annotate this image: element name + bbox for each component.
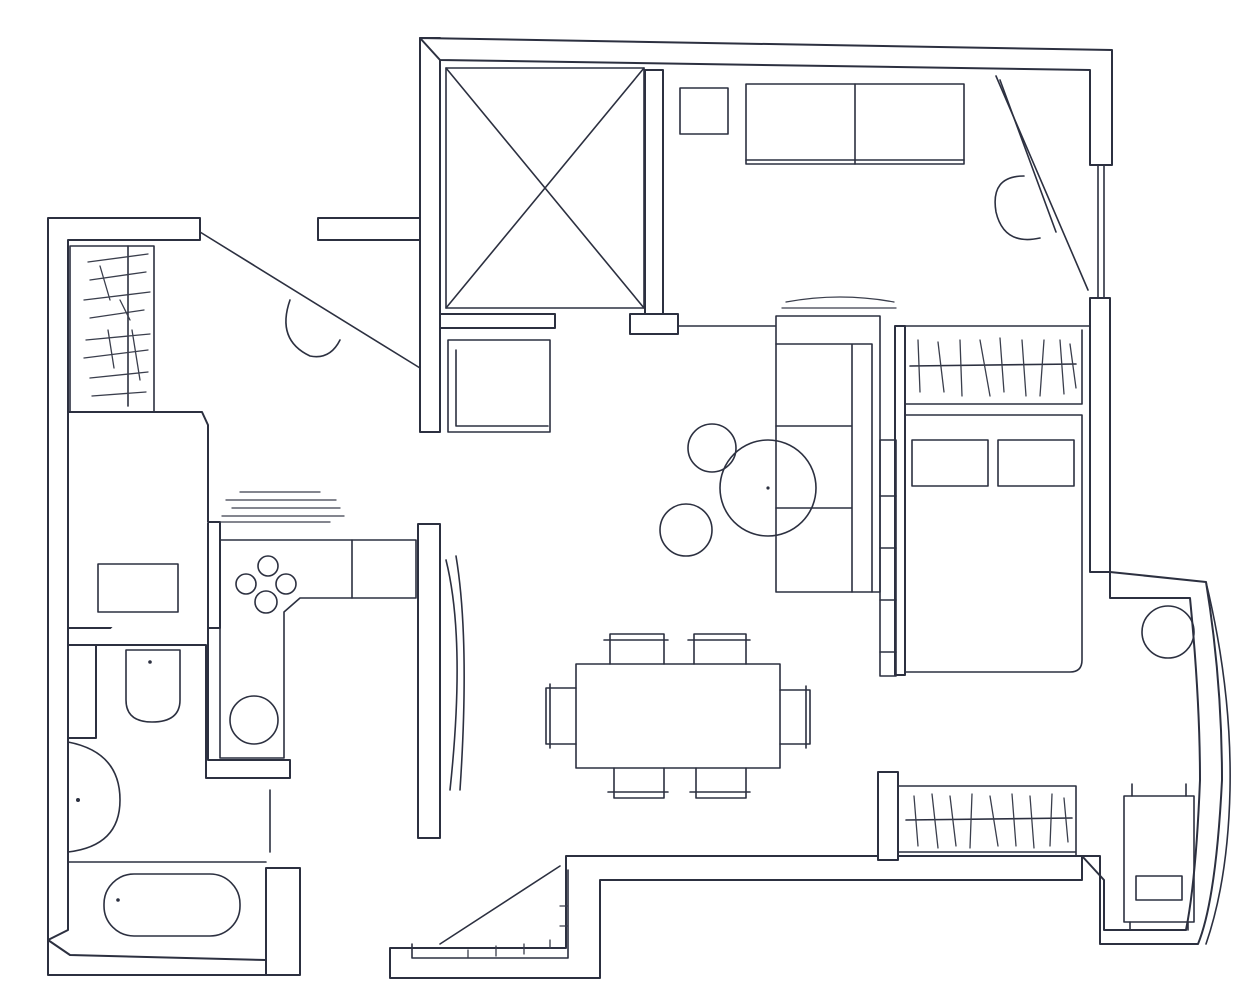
stair-diagonal: [439, 865, 561, 945]
wardrobe-upper-hangers: [917, 337, 1077, 397]
closet-hangers: [83, 253, 151, 397]
wardrobe-lower-frame: [897, 785, 1077, 857]
chair-top-2: [687, 633, 751, 665]
balcony-curve: [1205, 581, 1231, 945]
burner-4: [254, 590, 278, 614]
kitchen-counter: [219, 539, 417, 759]
wardrobe-lower-hangers: [913, 793, 1069, 849]
entry-door-swing: [285, 299, 341, 358]
chair-left: [545, 683, 577, 749]
bedroom2-outline: [904, 414, 1083, 673]
shower-corner: [67, 741, 121, 853]
toilet-dot: [148, 660, 152, 664]
doors: [199, 75, 1089, 791]
living-bottom-jamb: [877, 771, 899, 861]
balcony-chair-seat: [1135, 875, 1183, 901]
wardrobe-lower: [897, 785, 1077, 857]
storage-room: [445, 67, 645, 309]
top-outer-wall: [419, 37, 1113, 166]
bedroom-furniture: [679, 83, 965, 165]
storage-door-post: [629, 313, 679, 335]
sofa-seat-divider: [745, 83, 965, 165]
balcony-furniture: [1123, 605, 1195, 931]
corridor-top-wall: [317, 217, 421, 241]
bath-top-wall: [96, 523, 291, 779]
storage-bottom-wall: [439, 313, 556, 329]
storage-box: [445, 67, 645, 309]
kitchen-door: [445, 555, 465, 791]
bookshelf-shelves: [879, 495, 897, 653]
dining: [545, 633, 811, 799]
walls: [47, 37, 1231, 979]
burner-1: [235, 573, 257, 595]
range-hood: [219, 491, 345, 523]
bed: [911, 439, 1075, 487]
coffee-table: [719, 439, 817, 537]
shower-dot: [76, 798, 80, 802]
armchair: [447, 339, 551, 433]
bathroom: [67, 649, 241, 937]
storage-divider-wall: [644, 69, 664, 315]
burner-2: [257, 555, 279, 577]
balcony-chair-arms: [1129, 783, 1189, 931]
kitchen-sink: [229, 695, 279, 745]
bottom-outer-wall: [389, 855, 1083, 979]
bathroom-right-wall: [265, 867, 301, 976]
central-vertical-wall: [419, 37, 441, 433]
toilet: [125, 649, 181, 723]
sofa-back-line: [775, 343, 873, 593]
right-wall-upper: [1089, 297, 1111, 573]
armchair-seat: [455, 349, 549, 427]
stair-ticks: [467, 905, 569, 959]
balcony-side-table: [1141, 605, 1195, 659]
bathtub: [103, 873, 241, 937]
washer: [97, 563, 179, 613]
burner-3: [275, 573, 297, 595]
bathroom-wall: [67, 644, 97, 739]
left-closet: [69, 245, 155, 413]
chair-right: [779, 685, 811, 749]
bedroom-inner-wall: [894, 325, 906, 676]
bed-pillow-right: [997, 439, 1075, 487]
armchair-body: [447, 339, 551, 433]
storage-cross: [445, 67, 645, 309]
staircase: [411, 865, 569, 959]
bookshelf: [879, 439, 897, 677]
kitchen-right-wall: [417, 523, 441, 839]
wardrobe-upper-rod: [909, 363, 1077, 367]
chair-bottom-1: [607, 767, 669, 799]
balcony-wall: [1081, 571, 1223, 945]
sofa: [775, 315, 881, 593]
bedroom-door-swing: [994, 175, 1041, 241]
living-area: [659, 296, 897, 593]
stool-1: [687, 423, 737, 473]
stair-outline: [411, 869, 569, 959]
kitchen: [219, 491, 417, 853]
bathtub-drain: [116, 898, 120, 902]
wardrobe-upper: [909, 337, 1077, 397]
balcony-chair: [1123, 795, 1195, 923]
coffee-table-center: [766, 486, 770, 490]
closet-frame: [69, 245, 155, 413]
dining-table: [575, 663, 781, 769]
wardrobe-lower-rod: [905, 817, 1073, 821]
tv-unit: [781, 296, 897, 309]
entry-door-leaf: [199, 231, 421, 369]
hall-cabinet: [97, 563, 179, 613]
wardrobe-upper-outline: [904, 329, 1083, 405]
chair-top-1: [603, 633, 669, 665]
bathroom-bottom-wall: [47, 939, 267, 976]
nightstand: [679, 87, 729, 135]
bookshelf-frame: [879, 439, 897, 677]
right-window: [1097, 164, 1105, 299]
bedroom-door-leaf2: [999, 79, 1057, 233]
chair-bottom-2: [689, 767, 751, 799]
stool-2: [659, 503, 713, 557]
bed-pillow-left: [911, 439, 989, 487]
